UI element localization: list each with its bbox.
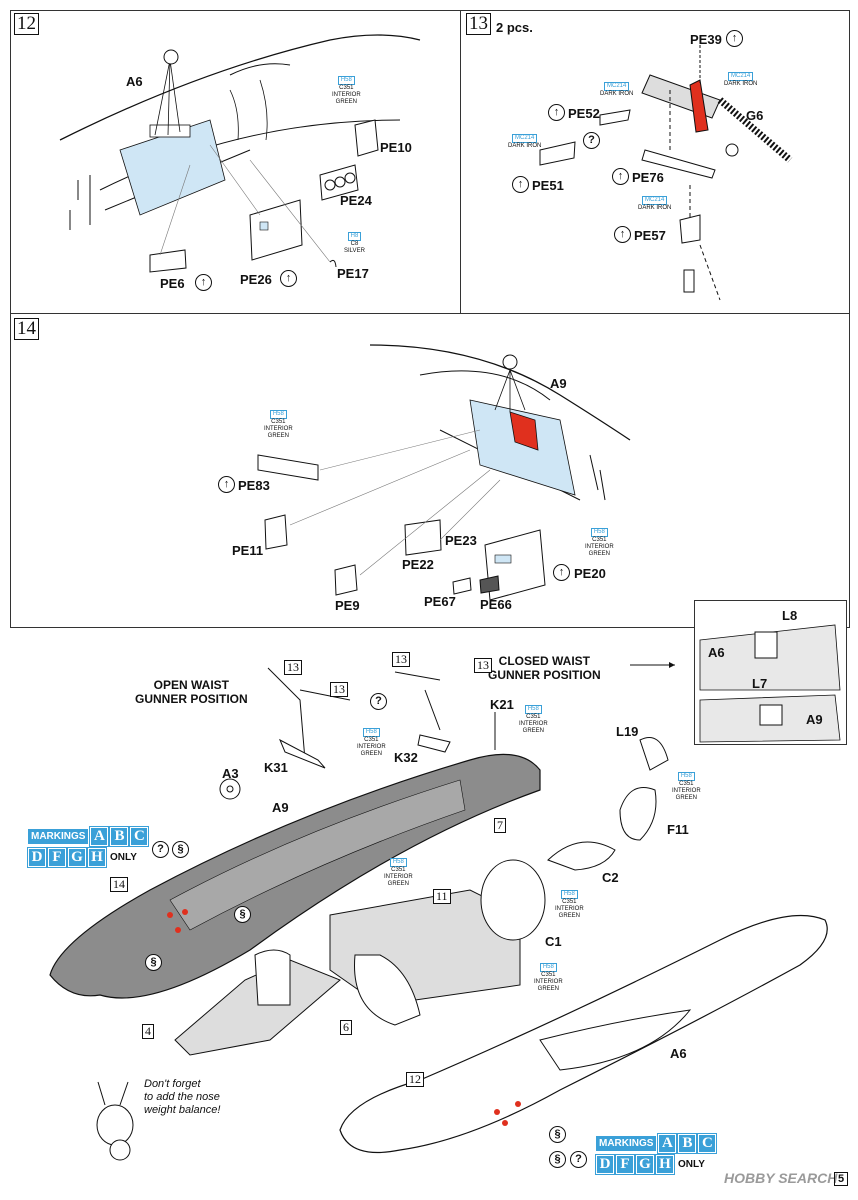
part-l19: L19 [616, 724, 639, 739]
step-13-quantity: 2 pcs. [496, 20, 533, 35]
drill-icon: § [172, 841, 189, 858]
watermark: HOBBY SEARCH [724, 1170, 838, 1186]
photoetch-icon: ↑ [612, 168, 629, 185]
part-pe20: PE20 [574, 566, 606, 581]
step-14-panel [10, 313, 850, 628]
part-pe6: PE6 [160, 276, 185, 291]
question-icon: ? [370, 693, 387, 710]
part-pe67: PE67 [424, 594, 456, 609]
part-a9-inset: A9 [806, 712, 823, 727]
drill-icon: § [145, 954, 162, 971]
part-k31: K31 [264, 760, 288, 775]
part-k21: K21 [490, 697, 514, 712]
part-pe83: PE83 [238, 478, 270, 493]
part-pe10: PE10 [380, 140, 412, 155]
part-g6: G6 [746, 108, 764, 123]
part-c2: C2 [602, 870, 619, 885]
part-pe52: PE52 [568, 106, 600, 121]
photoetch-icon: ↑ [726, 30, 743, 47]
part-pe39: PE39 [690, 32, 722, 47]
step-14-number: 14 [14, 318, 39, 340]
part-c1: C1 [545, 934, 562, 949]
drill-icon: § [549, 1126, 566, 1143]
part-a6: A6 [126, 74, 143, 89]
ref-step-13: 13 [330, 682, 348, 697]
part-pe66: PE66 [480, 597, 512, 612]
part-pe57: PE57 [634, 228, 666, 243]
part-pe24: PE24 [340, 193, 372, 208]
part-pe76: PE76 [632, 170, 664, 185]
part-k32: K32 [394, 750, 418, 765]
question-icon: ? [152, 841, 169, 858]
step-13-number: 13 [466, 13, 491, 35]
part-pe26: PE26 [240, 272, 272, 287]
photoetch-icon: ↑ [512, 176, 529, 193]
ref-step-13: 13 [474, 658, 492, 673]
photoetch-icon: ↑ [218, 476, 235, 493]
paint-interior-green: H58 C351 INTERIOR GREEN [332, 76, 361, 105]
photoetch-icon: ↑ [548, 104, 565, 121]
ref-step-4: 4 [142, 1024, 154, 1039]
part-a3: A3 [222, 766, 239, 781]
question-icon: ? [570, 1151, 587, 1168]
part-a9-main: A9 [272, 800, 289, 815]
page-number: 5 [834, 1172, 849, 1186]
part-a6-inset: A6 [708, 645, 725, 660]
part-l8: L8 [782, 608, 798, 623]
ref-step-13: 13 [392, 652, 410, 667]
paint-silver: H8 C8 SILVER [344, 232, 365, 254]
drill-icon: § [234, 906, 251, 923]
photoetch-icon: ↑ [553, 564, 570, 581]
part-pe9: PE9 [335, 598, 360, 613]
part-pe51: PE51 [532, 178, 564, 193]
part-a6-main: A6 [670, 1046, 687, 1061]
ref-step-11: 11 [433, 889, 451, 904]
part-a9: A9 [550, 376, 567, 391]
part-pe22: PE22 [402, 557, 434, 572]
photoetch-icon: ↑ [195, 274, 212, 291]
part-pe23: PE23 [445, 533, 477, 548]
question-icon: ? [583, 132, 600, 149]
part-l7: L7 [752, 676, 768, 691]
photoetch-icon: ↑ [280, 270, 297, 287]
photoetch-icon: ↑ [614, 226, 631, 243]
part-pe11: PE11 [232, 543, 264, 558]
ref-step-7: 7 [494, 818, 506, 833]
drill-icon: § [549, 1151, 566, 1168]
ref-step-12: 12 [406, 1072, 424, 1087]
step-12-number: 12 [14, 13, 39, 35]
ref-step-14: 14 [110, 877, 128, 892]
part-f11: F11 [667, 822, 689, 837]
part-pe17: PE17 [337, 266, 369, 281]
ref-step-6: 6 [340, 1020, 352, 1035]
ref-step-13: 13 [284, 660, 302, 675]
